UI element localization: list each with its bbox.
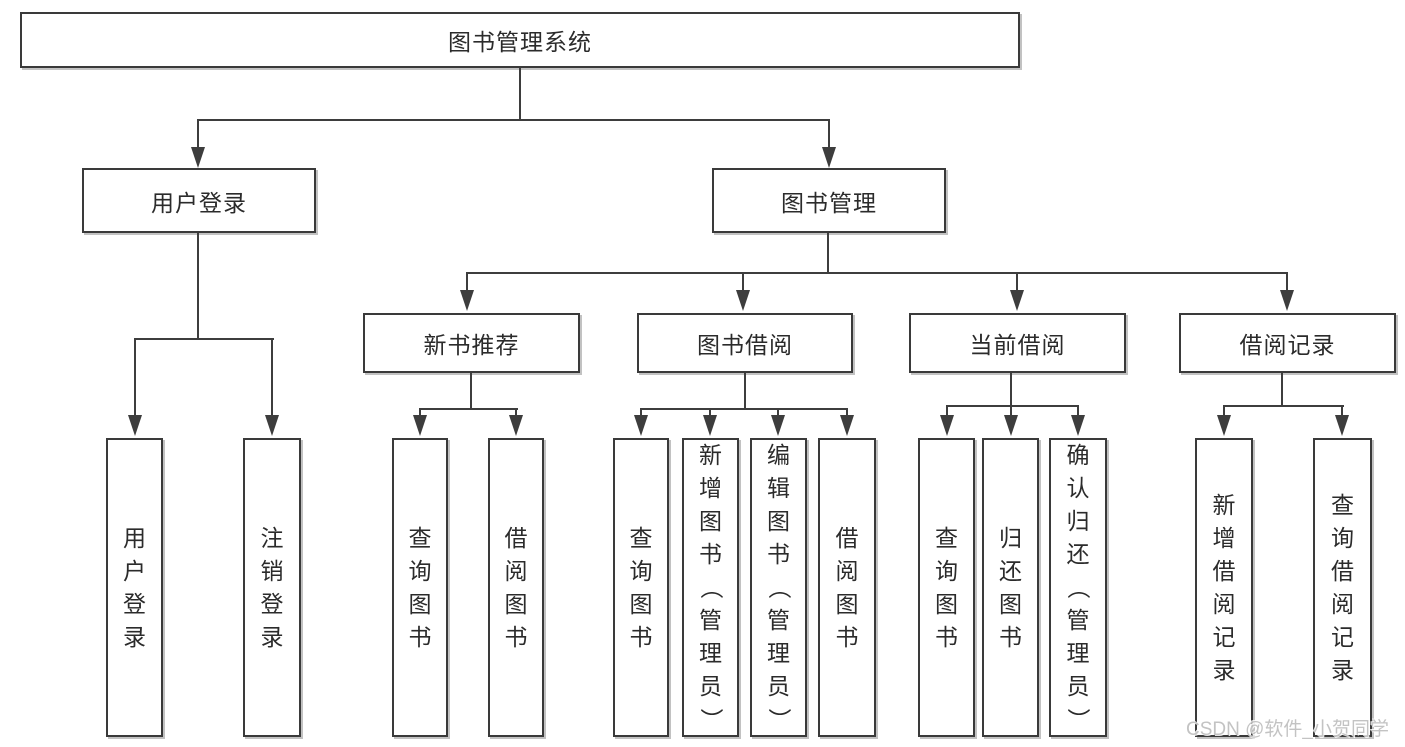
node-label: 用户登录 (151, 189, 247, 216)
node-borrowing-records: 借阅记录 (1179, 313, 1396, 373)
connector-line (1286, 272, 1288, 293)
leaf-query-books-current: 查询图书 (918, 438, 975, 737)
connector-line (515, 408, 517, 418)
leaf-user-login: 用户登录 (106, 438, 163, 737)
arrowhead-down (1071, 415, 1085, 436)
node-label: 新书推荐 (423, 332, 520, 358)
leaf-add-books-admin: 新增图书（管理员） (682, 438, 739, 737)
connector-line (271, 338, 273, 418)
connector-line (827, 233, 829, 274)
arrowhead-down (1010, 290, 1024, 311)
node-user-login: 用户登录 (82, 168, 316, 233)
leaf-return-books: 归还图书 (982, 438, 1039, 737)
connector-line (519, 68, 521, 120)
node-current-borrowing: 当前借阅 (909, 313, 1126, 373)
connector-line (1281, 373, 1283, 407)
connector-line (828, 119, 830, 151)
connector-line (742, 272, 744, 293)
arrowhead-down (771, 415, 785, 436)
connector-line (197, 119, 830, 121)
node-book-borrowing: 图书借阅 (637, 313, 853, 373)
connector-line (197, 233, 199, 340)
arrowhead-down (940, 415, 954, 436)
connector-line (1341, 405, 1343, 418)
connector-line (470, 373, 472, 410)
leaf-confirm-return-admin: 确认归还（管理员） (1049, 438, 1107, 737)
arrowhead-down (634, 415, 648, 436)
connector-line (419, 408, 421, 418)
arrowhead-down (413, 415, 427, 436)
connector-line (640, 408, 848, 410)
arrowhead-down (1217, 415, 1231, 436)
leaf-borrow-books-recommend: 借阅图书 (488, 438, 544, 737)
leaf-edit-books-admin: 编辑图书（管理员） (750, 438, 807, 737)
leaf-query-books-recommend: 查询图书 (392, 438, 448, 737)
connector-line (1010, 405, 1012, 418)
connector-line (744, 373, 746, 410)
leaf-borrow-books: 借阅图书 (818, 438, 876, 737)
arrowhead-down (1004, 415, 1018, 436)
arrowhead-down (509, 415, 523, 436)
connector-line (466, 272, 1288, 274)
arrowhead-down (265, 415, 279, 436)
node-label: 借阅记录 (1239, 332, 1336, 358)
arrowhead-down (191, 147, 205, 168)
connector-line (419, 408, 518, 410)
arrowhead-down (822, 147, 836, 168)
connector-line (1077, 405, 1079, 418)
node-book-management: 图书管理 (712, 168, 946, 233)
connector-line (640, 408, 642, 418)
connector-line (1016, 272, 1018, 293)
node-label: 当前借阅 (969, 332, 1066, 358)
csdn-watermark: CSDN @软件_小贺同学 (1186, 719, 1389, 740)
connector-line (946, 405, 948, 418)
node-label: 图书管理系统 (448, 29, 592, 55)
node-label: 图书借阅 (697, 332, 793, 358)
leaf-query-borrow-record: 查询借阅记录 (1313, 438, 1372, 737)
connector-line (134, 338, 136, 418)
arrowhead-down (128, 415, 142, 436)
connector-line (777, 408, 779, 418)
arrowhead-down (840, 415, 854, 436)
node-new-book-recommend: 新书推荐 (363, 313, 580, 373)
connector-line (1223, 405, 1225, 418)
arrowhead-down (1280, 290, 1294, 311)
leaf-query-books-borrowing: 查询图书 (613, 438, 669, 737)
connector-line (946, 405, 1079, 407)
arrowhead-down (703, 415, 717, 436)
arrowhead-down (736, 290, 750, 311)
arrowhead-down (1335, 415, 1349, 436)
connector-line (134, 338, 274, 340)
arrowhead-down (460, 290, 474, 311)
connector-line (846, 408, 848, 418)
leaf-add-borrow-record: 新增借阅记录 (1195, 438, 1253, 737)
leaf-logout: 注销登录 (243, 438, 301, 737)
node-label: 图书管理 (781, 189, 877, 216)
node-library-management-system: 图书管理系统 (20, 12, 1020, 68)
connector-line (709, 408, 711, 418)
connector-line (466, 272, 468, 293)
connector-line (1010, 373, 1012, 407)
connector-line (1223, 405, 1344, 407)
connector-line (197, 119, 199, 151)
